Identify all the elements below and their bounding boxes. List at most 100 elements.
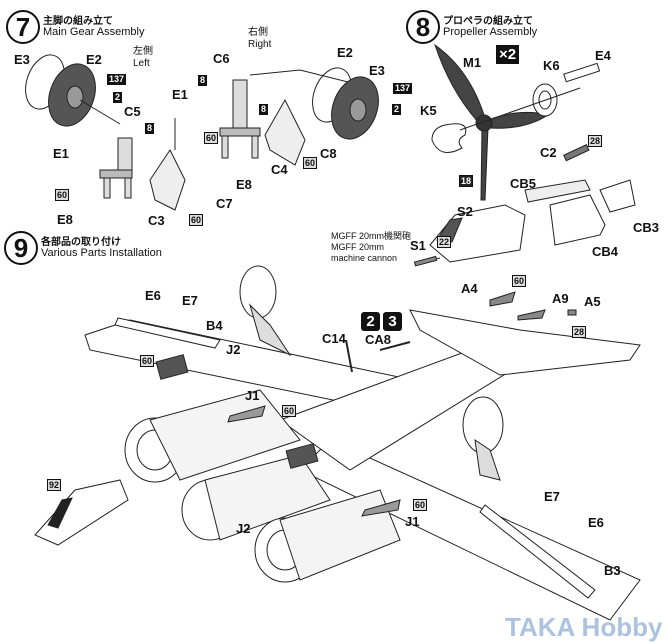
part-label-c4: C4 xyxy=(271,162,288,177)
step-7-title-en: Main Gear Assembly xyxy=(43,26,145,38)
flap-j1-right xyxy=(361,499,401,517)
part-label-e1-left: E1 xyxy=(53,146,69,161)
paint-code-92: 92 xyxy=(47,479,62,491)
part-label-c2: C2 xyxy=(540,145,557,160)
paint-code-137-right: 137 xyxy=(393,83,413,94)
paint-code-60-right-b: 60 xyxy=(303,157,318,169)
part-label-c5: C5 xyxy=(124,104,141,119)
shaft-e4 xyxy=(563,62,601,83)
part-label-c6: C6 xyxy=(213,51,230,66)
part-label-c3: C3 xyxy=(148,213,165,228)
paint-code-60-left-a: 60 xyxy=(55,189,70,201)
paint-code-8-right-b: 8 xyxy=(259,104,269,115)
part-label-s2: S2 xyxy=(457,204,473,219)
paint-code-22: 22 xyxy=(437,236,452,248)
part-label-cb3: CB3 xyxy=(633,220,660,235)
right-side-label: 右側 Right xyxy=(248,27,271,51)
cannon-note-en1: MGFF 20mm xyxy=(331,242,384,252)
plate-b4 xyxy=(114,317,221,349)
part-label-e6-top: E6 xyxy=(145,288,161,303)
canopy-cb5 xyxy=(524,179,591,203)
part-label-e7-bottom: E7 xyxy=(544,489,560,504)
strut-right xyxy=(232,79,248,131)
paint-code-28-step8: 28 xyxy=(588,135,603,147)
part-label-e3-left: E3 xyxy=(14,52,30,67)
part-label-a9: A9 xyxy=(552,291,569,306)
step-7-title-jp: 主脚の組み立て xyxy=(43,16,113,27)
paint-code-60-j2-left: 60 xyxy=(140,355,155,367)
radiator-j2-left xyxy=(155,354,189,380)
right-side-en: Right xyxy=(248,39,272,50)
left-side-jp: 左側 xyxy=(133,46,153,57)
part-label-e6-bottom: E6 xyxy=(588,515,604,530)
step-9-number: 9 xyxy=(4,231,38,265)
watermark: TAKA Hobby xyxy=(505,612,663,642)
paint-code-60-a4: 60 xyxy=(512,275,527,287)
part-label-e3-right: E3 xyxy=(369,63,385,78)
right-side-jp: 右側 xyxy=(248,27,268,38)
part-label-e7-top: E7 xyxy=(182,293,198,308)
paint-code-60-right-a: 60 xyxy=(204,132,219,144)
part-label-s1: S1 xyxy=(410,238,426,253)
paint-code-8-left: 8 xyxy=(145,123,155,134)
flap-j1-left xyxy=(227,405,266,423)
part-label-a4: A4 xyxy=(461,281,478,296)
step-7-number: 7 xyxy=(6,10,40,44)
part-label-k5: K5 xyxy=(420,103,437,118)
gear-wheel-left-installed xyxy=(239,265,277,319)
part-label-ca8: CA8 xyxy=(365,332,392,347)
tail-plane xyxy=(409,309,641,376)
paint-code-60-left-b: 60 xyxy=(189,214,204,226)
paint-code-2-right: 2 xyxy=(392,104,402,115)
part-label-e2-right: E2 xyxy=(337,45,353,60)
left-side-label: 左側 Left xyxy=(133,46,153,70)
cannon-note-jp: MGFF 20mm機関砲 xyxy=(331,231,411,241)
paint-code-60-j1-top: 60 xyxy=(282,405,297,417)
part-label-j1-top: J1 xyxy=(245,388,260,403)
spinner-k5 xyxy=(431,123,467,153)
propeller-hub xyxy=(475,114,493,132)
step-8-title-jp: プロペラの組み立て xyxy=(443,16,533,27)
part-label-e8-left: E8 xyxy=(57,212,73,227)
canopy-cb4 xyxy=(549,194,606,246)
part-label-c14: C14 xyxy=(322,331,346,346)
cannon-s1 xyxy=(413,255,438,267)
left-side-en: Left xyxy=(133,58,150,69)
part-label-b4: B4 xyxy=(206,318,223,333)
paint-code-137-left: 137 xyxy=(107,74,127,85)
part-label-cb5: CB5 xyxy=(510,176,537,191)
cannon-note: MGFF 20mm機関砲 MGFF 20mm machine cannon xyxy=(331,231,411,264)
quantity-badge: ×2 xyxy=(496,45,520,64)
radiator-j2-right xyxy=(285,443,319,469)
part-label-j2-top: J2 xyxy=(226,342,241,357)
propeller-blade-3 xyxy=(480,127,489,201)
part-label-e2-left: E2 xyxy=(86,52,102,67)
paint-code-60-j1-bottom: 60 xyxy=(413,499,428,511)
part-label-c7: C7 xyxy=(216,196,233,211)
propeller-blade-2 xyxy=(487,111,550,129)
step-9-title-en: Various Parts Installation xyxy=(41,247,162,259)
paint-code-18: 18 xyxy=(459,175,474,187)
step-9-title-jp: 各部品の取り付け xyxy=(41,237,121,248)
part-label-e8-right: E8 xyxy=(236,177,252,192)
step-8-number: 8 xyxy=(406,10,440,44)
step-8-title-en: Propeller Assembly xyxy=(443,26,538,38)
cannon-note-en2: machine cannon xyxy=(331,253,398,263)
paint-code-28-a5: 28 xyxy=(572,326,587,338)
gear-wheel-right-installed xyxy=(462,396,504,454)
plate-b3 xyxy=(479,504,596,599)
part-label-k6: K6 xyxy=(543,58,560,73)
paint-code-2-left: 2 xyxy=(113,92,123,103)
part-label-e1-right: E1 xyxy=(172,87,188,102)
part-label-c8: C8 xyxy=(320,146,337,161)
part-label-b3: B3 xyxy=(604,563,621,578)
step-ref-2: 2 xyxy=(361,312,380,331)
part-label-j1-bottom: J1 xyxy=(405,514,420,529)
part-label-m1: M1 xyxy=(463,55,482,70)
part-label-e4: E4 xyxy=(595,48,611,63)
step-ref-3: 3 xyxy=(383,312,402,331)
part-label-j2-bottom: J2 xyxy=(236,521,251,536)
paint-code-8-right-a: 8 xyxy=(198,75,208,86)
part-label-cb4: CB4 xyxy=(592,244,619,259)
